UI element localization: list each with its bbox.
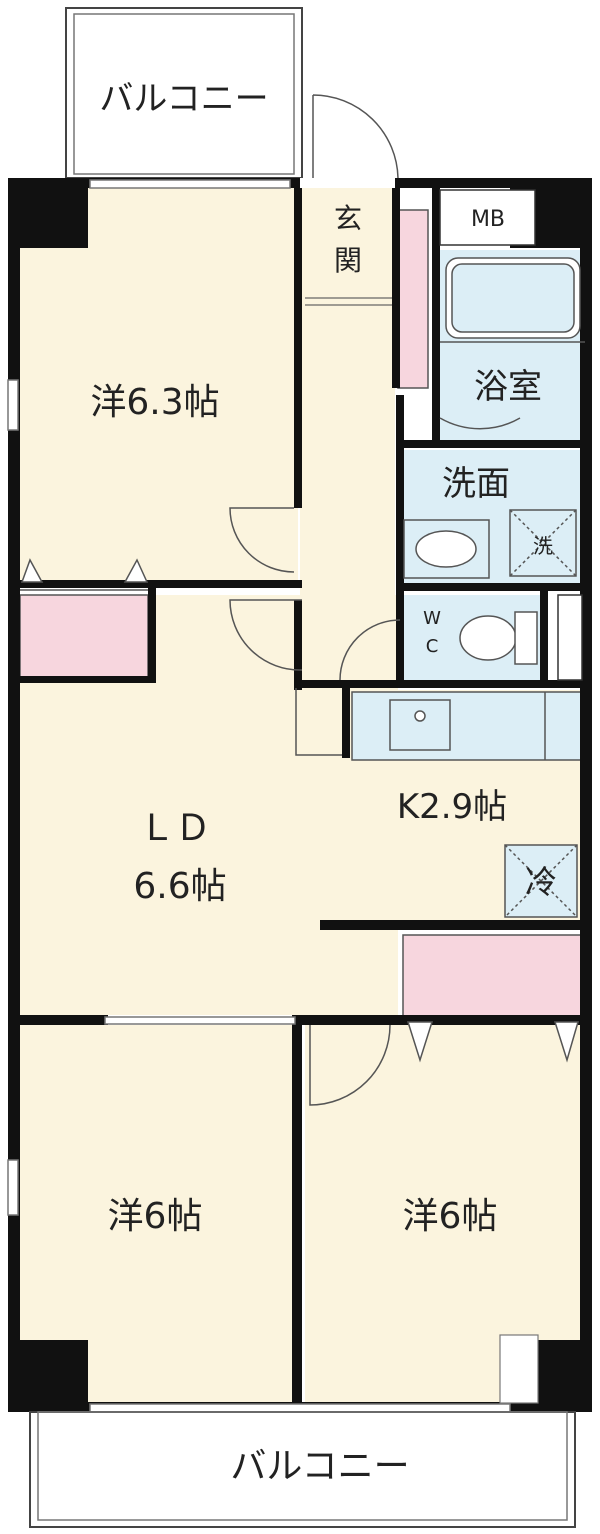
door-swings	[229, 94, 521, 1106]
closet-room-3	[402, 934, 584, 1021]
ld-label-2: 6.6帖	[133, 866, 226, 907]
washer-pan	[509, 509, 577, 577]
entrance-label-2: 関	[334, 244, 362, 277]
room-western-1-area	[18, 188, 298, 583]
toilet-label-c: C	[426, 636, 439, 657]
meter-box-label: MB	[471, 207, 505, 232]
fridge-label: 冷	[525, 863, 557, 901]
room-western-3-label: 洋6帖	[403, 1196, 498, 1237]
hall-area	[300, 188, 395, 688]
storage-closets	[19, 209, 584, 1021]
washroom-label: 洗面	[442, 464, 510, 504]
balcony-bottom	[29, 1411, 576, 1528]
room-western-2-label: 洋6帖	[108, 1196, 203, 1237]
bath-fixtures	[389, 257, 585, 918]
balcony-top-label: バルコニー	[99, 79, 268, 119]
closet-entrance	[397, 209, 429, 389]
closet-room-1	[19, 594, 149, 679]
room-western-1-label: 洋6.3帖	[90, 382, 219, 423]
washer-label: 洗	[533, 534, 553, 558]
toilet-label-w: W	[423, 608, 441, 629]
ld-label-1: ＬＤ	[139, 808, 211, 849]
floor-areas	[18, 188, 586, 1410]
kitchen-counter	[351, 691, 586, 761]
closet-doors	[20, 558, 579, 1063]
bathroom-label: 浴室	[474, 367, 542, 407]
toilet-bowl	[459, 615, 517, 661]
balcony-bottom-label: バルコニー	[230, 1446, 409, 1487]
entrance-label-1: 玄	[334, 202, 362, 235]
kitchen-label: K2.9帖	[397, 787, 507, 827]
balcony-top	[65, 7, 303, 179]
